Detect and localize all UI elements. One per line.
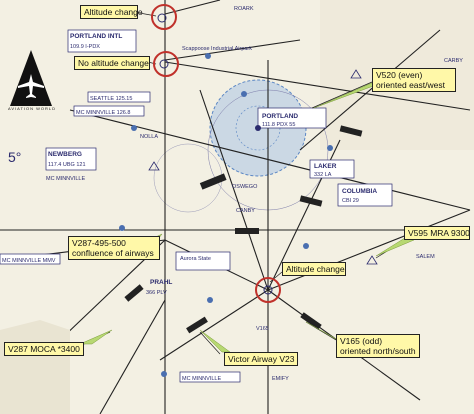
callout-altitude-change-mid: Altitude change [282, 262, 346, 276]
airplane-icon [18, 74, 44, 98]
label-mc-minnville-mid: MC MINNVILLE [46, 176, 85, 182]
callout-no-altitude-change: No altitude change [74, 56, 150, 70]
label-scappoose: Scappoose Industrial Airpark [182, 46, 252, 52]
aviation-world-logo [10, 50, 52, 106]
label-prahl: PRAHL [150, 279, 172, 286]
airway-v520 [164, 61, 471, 111]
label-portland-intl-freq: 109.9 I-PDX [70, 44, 100, 50]
label-mc-minnville-top: MC MINNVILLE 126.8 [76, 110, 130, 116]
callout-v287-line2: confluence of airways [72, 248, 154, 258]
label-portland-intl: PORTLAND INTL [70, 33, 122, 40]
callout-v165-line2: oriented north/south [340, 346, 416, 356]
label-roark: ROARK [234, 6, 254, 12]
callout-altitude-change-top: Altitude change [80, 5, 143, 19]
label-newberg: NEWBERG [48, 151, 82, 158]
callout-v165-line1: V165 (odd) [340, 336, 383, 346]
altitude-change-marker-top [151, 4, 177, 30]
callout-v287-495-500: V287-495-500 confluence of airways [68, 236, 160, 260]
label-carby: CARBY [444, 58, 463, 64]
label-newberg-freq: 117.4 UBG 121 [48, 162, 86, 168]
label-nolla: NOLLA [140, 134, 158, 140]
label-laker: LAKER [314, 163, 337, 170]
label-five-degrees: 5° [8, 149, 21, 165]
label-mc-minnville-mmv: MC MINNVILLE MMV [2, 258, 56, 264]
label-oswego: OSWEGO [232, 184, 258, 190]
label-canby: CANBY [236, 208, 255, 214]
label-columbia-freq: CBI 29 [342, 198, 359, 204]
label-mc-minnville-bottom: MC MINNVILLE [182, 376, 221, 382]
label-v165: V165 [256, 326, 269, 332]
label-columbia: COLUMBIA [342, 188, 377, 195]
no-altitude-change-marker [153, 51, 179, 77]
label-portland-vor-freq: 111.8 PDX 55 [262, 122, 295, 128]
label-aurora: Aurora State [180, 256, 211, 262]
route-shields [124, 125, 363, 334]
label-portland-vor: PORTLAND [262, 113, 298, 120]
label-salem: SALEM [416, 254, 435, 260]
label-seattle: SEATTLE 125.15 [90, 96, 132, 102]
callout-v520-line1: V520 (even) [376, 70, 423, 80]
callout-victor-airway-v23: Victor Airway V23 [224, 352, 298, 366]
logo-text: AVIATION WORLD [7, 106, 57, 111]
label-laker-freq: 332 LA [314, 172, 332, 178]
label-prahl-freq: 366 PLV [146, 290, 167, 296]
airport-symbols [119, 53, 333, 377]
callout-v520-line2: oriented east/west [376, 80, 445, 90]
callout-v287-line1: V287-495-500 [72, 238, 126, 248]
callout-v520: V520 (even) oriented east/west [372, 68, 456, 92]
mountain-range [0, 320, 70, 414]
altitude-change-marker-mid [255, 277, 281, 303]
map-labels: ROARK PORTLAND INTL 109.9 I-PDX Scappoos… [2, 6, 463, 382]
callout-v595-mra: V595 MRA 9300 [404, 226, 470, 240]
callout-v165: V165 (odd) oriented north/south [336, 334, 420, 358]
frequency-boxes [0, 29, 393, 383]
label-emify: EMIFY [272, 376, 289, 382]
navaid-symbols [148, 13, 378, 295]
callout-v287-moca: V287 MOCA *3400 [4, 342, 84, 356]
